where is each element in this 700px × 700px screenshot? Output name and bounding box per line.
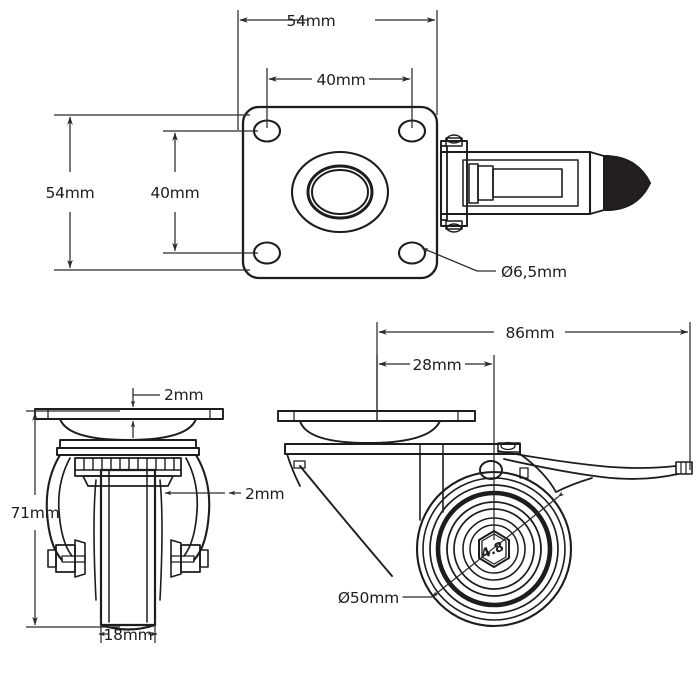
- side-fork-leg: [299, 465, 393, 577]
- bearing-mid-ring: [306, 164, 374, 220]
- mounting-hole-bottom-right: [397, 241, 427, 265]
- dim-label-wheel-diameter: Ø50mm: [338, 589, 399, 607]
- side-top-plate: [277, 410, 476, 422]
- dim-label-hole-spacing-h: 40mm: [316, 71, 365, 89]
- brake-lever-top: [439, 134, 655, 233]
- dim-label-hole-spacing-v: 40mm: [150, 184, 199, 202]
- dim-label-wheel-width: 18mm: [103, 626, 152, 644]
- wheel-diameter-leader: [402, 491, 565, 598]
- front-swivel-collar: [56, 447, 200, 456]
- dim-hole-spacing-v-40mm: [163, 130, 258, 254]
- dim-plate-thickness-2mm: [130, 388, 160, 438]
- top-plate-view: [241, 105, 655, 280]
- bearing-outer-ring: [290, 150, 390, 234]
- front-axle-nut-right: [170, 539, 209, 578]
- side-brake-lever: [497, 441, 693, 493]
- dim-hole-spacing-h-40mm: [266, 68, 413, 128]
- dim-plate-width-54mm: [237, 10, 438, 130]
- front-axle-nut-left: [47, 539, 86, 578]
- dim-hole-diameter-leader: [421, 247, 496, 272]
- dim-label-plate-thickness: 2mm: [164, 386, 203, 404]
- side-fork-rivet: [293, 460, 306, 469]
- top-plate-outline: [241, 105, 439, 280]
- dim-total-height-71mm: [26, 410, 120, 628]
- dim-label-total-height: 71mm: [10, 504, 59, 522]
- dim-swivel-offset-28mm: [376, 355, 495, 540]
- dim-label-fork-clearance: 2mm: [245, 485, 284, 503]
- dim-label-overall-length: 86mm: [505, 324, 554, 342]
- bearing-inner-ring: [311, 169, 369, 215]
- side-kingpin-head: [479, 460, 503, 480]
- dim-label-swivel-offset: 28mm: [412, 356, 461, 374]
- dim-label-hole-diameter: Ø6,5mm: [501, 263, 567, 281]
- front-elevation-view: [34, 408, 224, 631]
- dim-label-plate-width: 54mm: [286, 12, 335, 30]
- dim-wheel-width-18mm: [98, 618, 158, 643]
- dim-plate-depth-54mm: [54, 114, 250, 271]
- dim-label-plate-depth: 54mm: [45, 184, 94, 202]
